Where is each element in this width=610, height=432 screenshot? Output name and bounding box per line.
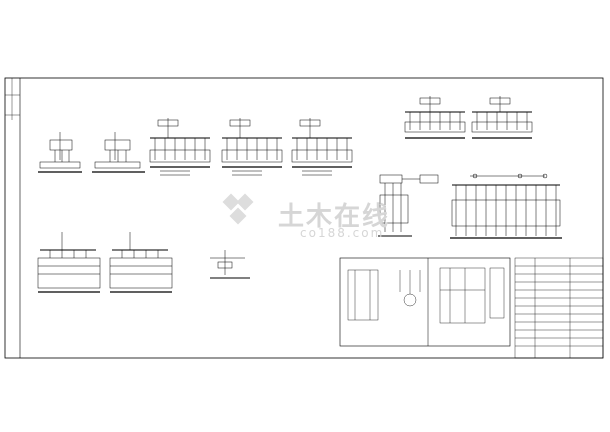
binding-margin-ticks [5,78,20,120]
distribution-box-2 [92,132,145,173]
distribution-box-1 [38,132,82,173]
watermark-text: 土木在线 [278,202,391,232]
panel-diagram-8 [378,174,439,237]
panel-diagram-10 [37,232,101,293]
panel-diagram-3 [149,118,211,176]
control-circuit-1 [347,269,421,321]
title-block-table [514,257,604,359]
panel-diagram-5 [291,118,353,176]
watermark-logo-icon [222,193,254,225]
drawing-frame [4,77,604,359]
single-line-diagram-12 [210,250,250,279]
watermark-url: co188.com [300,226,385,240]
control-circuit-2 [439,267,505,324]
panel-diagram-9 [450,173,562,239]
panel-diagram-7 [471,96,533,139]
panel-diagram-6 [404,96,466,139]
control-panel-frame [339,257,511,347]
panel-diagram-11 [109,232,173,293]
panel-diagram-4 [221,118,283,176]
